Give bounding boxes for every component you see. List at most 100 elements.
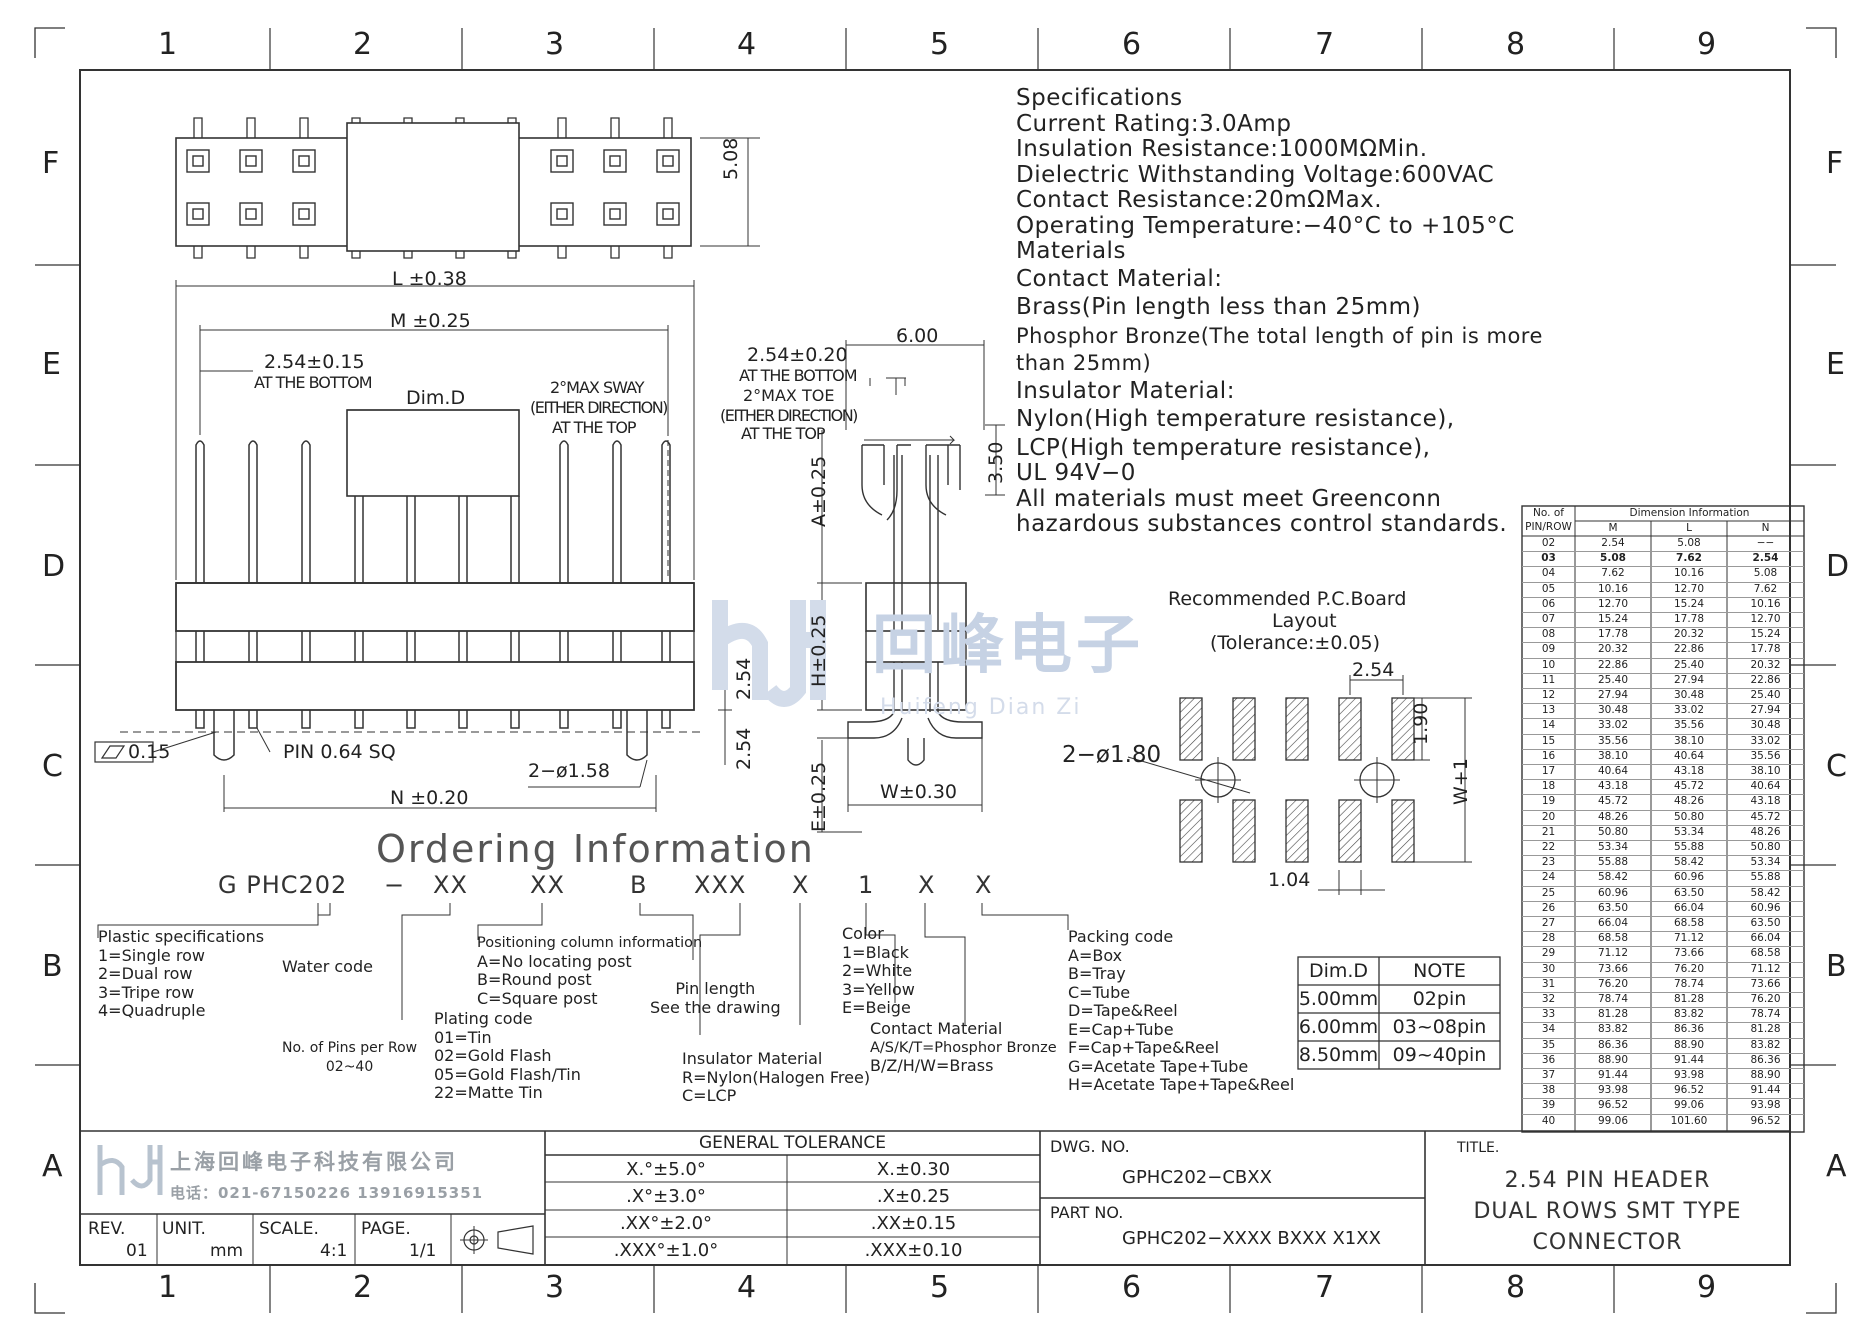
dim-table-cell: 27.94 <box>1597 689 1629 701</box>
zone-col-4: 4 <box>737 27 757 62</box>
dim-table-cell: 25.40 <box>1673 658 1705 671</box>
dim-table-cell: 73.66 <box>1597 962 1629 975</box>
ordering-line: B=Round post <box>477 970 592 989</box>
dimd-header-dim: Dim.D <box>1308 960 1369 982</box>
pcb-title-3: (Tolerance:±0.05) <box>1210 632 1381 654</box>
dim-table-cell: 05 <box>1541 582 1556 595</box>
dim-table-row-line <box>1522 992 1804 993</box>
spec-line: Phosphor Bronze(The total length of pin … <box>1016 323 1543 348</box>
zone-col-6: 6 <box>1122 27 1142 62</box>
dim-table-row-line <box>1522 946 1804 948</box>
dim-flatness: 0.15 <box>128 741 171 763</box>
dim-table-cell: 58.42 <box>1597 871 1629 884</box>
dim-table-cell: 5.08 <box>1600 552 1626 565</box>
zone-col-3-b: 3 <box>545 1270 565 1305</box>
dim-table-row-line <box>1522 612 1804 613</box>
zone-row-e-r: E <box>1826 347 1845 382</box>
dim-table-cell: 73.66 <box>1673 947 1705 960</box>
dim-table-cell: 88.90 <box>1597 1053 1629 1066</box>
dim-table-cell: 19 <box>1541 795 1556 808</box>
dim-table-cell: 55.88 <box>1673 841 1705 853</box>
dim-toe-3: AT THE TOP <box>741 424 826 443</box>
dim-table-cell: 7.62 <box>1676 552 1702 565</box>
ordering-line: 02=Gold Flash <box>434 1046 552 1065</box>
dim-table-row-line <box>1522 627 1804 629</box>
dim-table-cell: 21 <box>1541 825 1556 838</box>
pcb-title-2: Layout <box>1272 610 1337 632</box>
dim-table-row-line <box>1522 1007 1804 1009</box>
dim-table-cell: 2.54 <box>1601 537 1625 549</box>
pcb-layout <box>1127 675 1472 895</box>
drawing-title-line: CONNECTOR <box>1532 1230 1683 1255</box>
dim-table-grid <box>1521 505 1805 1133</box>
tolerance-cell: X.±0.30 <box>876 1159 951 1180</box>
dim-table-row-line <box>1522 824 1804 826</box>
dim-sway-1: 2°MAX SWAY <box>550 378 645 397</box>
spec-line: Contact Resistance:20mΩMax. <box>1016 187 1383 213</box>
dim-table-row-line <box>1522 1113 1804 1115</box>
dim-table-cell: 50.80 <box>1597 825 1629 838</box>
dim-table-cell: 45.72 <box>1673 780 1705 793</box>
rev-value: 01 <box>126 1241 148 1261</box>
zone-col-9-b: 9 <box>1697 1270 1717 1305</box>
dim-table-cell: 2.54 <box>1752 552 1779 565</box>
ordering-contact: Contact Material A/S/K/T=Phosphor Bronze… <box>870 1019 1057 1076</box>
dim-table-cell: 83.82 <box>1597 1023 1629 1036</box>
projection-icon <box>460 1222 540 1258</box>
ordering-line: D=Tape&Reel <box>1068 1001 1178 1020</box>
dim-table-cell: 06 <box>1541 597 1556 610</box>
dim-table-col-n: N <box>1761 522 1770 534</box>
dim-table-cell: 27.94 <box>1750 704 1781 717</box>
dim-254-b: 2.54 <box>733 727 755 770</box>
dim-table-cell: 68.58 <box>1750 947 1781 960</box>
zone-col-7: 7 <box>1315 27 1335 62</box>
spec-line: than 25mm) <box>1016 351 1152 375</box>
ordering-line: 3=Yellow <box>842 979 915 999</box>
dim-table-cell: 83.82 <box>1673 1008 1705 1021</box>
ordering-color: Color 1=Black 2=White 3=Yellow E=Beige <box>842 924 915 1018</box>
tolerance-cell: .XX°±2.0° <box>619 1213 713 1234</box>
company-name: 上海回峰电子科技有限公司 <box>170 1150 458 1174</box>
dim-table-row-line <box>1522 657 1804 659</box>
dim-table-row-line <box>1522 551 1804 553</box>
dim-table-cell: 91.44 <box>1597 1069 1629 1081</box>
zone-row-f: F <box>42 146 60 181</box>
dim-table-cell: 12.70 <box>1597 597 1629 610</box>
ordering-insulator: Insulator Material R=Nylon(Halogen Free)… <box>682 1049 870 1106</box>
spec-line: Specifications <box>1016 85 1183 111</box>
ordering-code-packing: X <box>975 871 993 899</box>
ordering-code-position: B <box>630 871 648 899</box>
tolerance-cell: .X°±3.0° <box>626 1186 706 1207</box>
dim-table-cell: 60.96 <box>1597 886 1629 899</box>
dim-hole: 2−ø1.58 <box>528 760 610 782</box>
dim-table-cell: 30.48 <box>1750 719 1781 732</box>
ordering-line: Contact Material <box>870 1019 1003 1038</box>
spec-line: UL 94V−0 <box>1016 460 1136 486</box>
ordering-plastic: Plastic specifications 1=Single row 2=Du… <box>98 927 264 1021</box>
dim-table-cell: 93.98 <box>1750 1099 1781 1112</box>
dim-table-cell: 71.12 <box>1750 962 1781 975</box>
dim-table-cell: 25.40 <box>1597 673 1629 686</box>
ordering-line: 02~40 <box>325 1058 374 1075</box>
dim-table-cell: 43.18 <box>1597 780 1629 793</box>
dim-side-w: 6.00 <box>896 325 939 347</box>
dim-table-cell: 93.98 <box>1597 1084 1629 1097</box>
zone-col-5: 5 <box>930 27 950 62</box>
ordering-pins: No. of Pins per Row 02~40 <box>282 1039 417 1076</box>
spec-line: Brass(Pin length less than 25mm) <box>1016 294 1421 320</box>
pcb-104: 1.04 <box>1268 869 1311 891</box>
dim-table-row-line <box>1522 840 1804 841</box>
dim-table-row-line <box>1522 1068 1804 1069</box>
ordering-line: A=No locating post <box>477 951 632 971</box>
dim-table-cell: 86.36 <box>1597 1038 1629 1051</box>
dim-table-cell: 43.18 <box>1750 795 1781 808</box>
dim-table-cell: 96.52 <box>1750 1114 1781 1127</box>
dim-table-cell: 45.72 <box>1750 810 1781 823</box>
dim-table-row-line <box>1522 1052 1804 1054</box>
zone-row-a: A <box>42 1149 63 1184</box>
zone-ticks <box>35 28 1836 1313</box>
corner-mark-bl <box>34 1283 65 1314</box>
spec-line: All materials must meet Greenconn <box>1016 485 1442 512</box>
dim-table-cell: 33.02 <box>1673 704 1705 717</box>
title-label: TITLE. <box>1457 1140 1500 1156</box>
